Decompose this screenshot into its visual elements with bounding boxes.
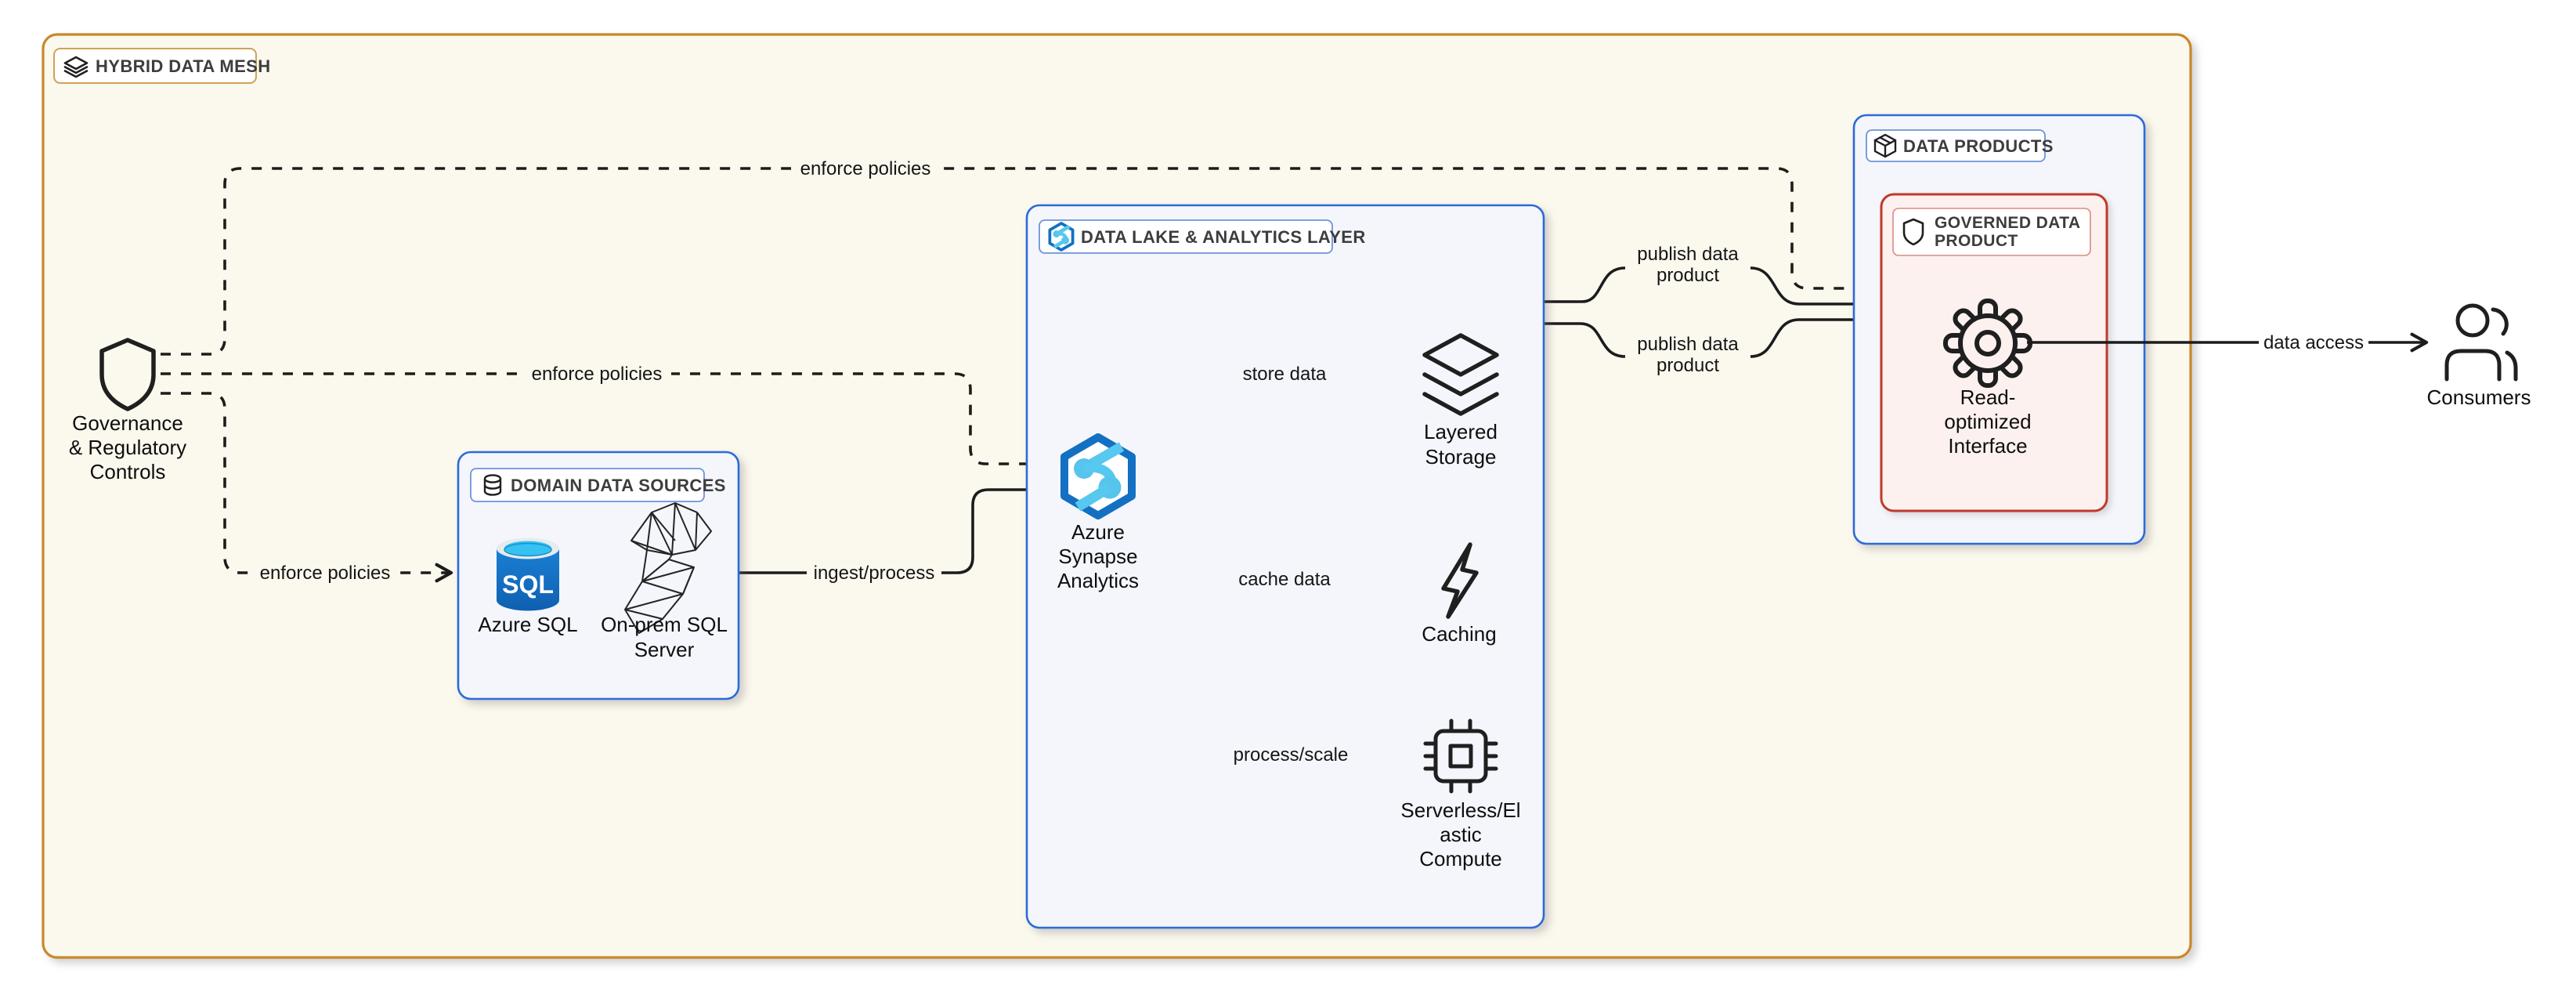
synapse-label-line3: Analytics [1057, 569, 1139, 592]
compute-label-line3: Compute [1419, 847, 1502, 871]
database-icon [483, 474, 502, 496]
caching-node: Caching [1422, 542, 1497, 646]
edge-label-enforce-bottom: enforce policies [260, 563, 391, 584]
edge-enforce-policies-bottom [161, 392, 453, 583]
governance-label-line2: & Regulatory [69, 436, 186, 459]
read-optimized-interface-node: Read- optimized Interface [1943, 299, 2032, 458]
diagram-title: HYBRID DATA MESH [96, 56, 271, 76]
data-lake-label: DATA LAKE & ANALYTICS LAYER [1081, 227, 1366, 247]
synapse-mini-icon [1048, 222, 1075, 252]
edge-label-enforce-top: enforce policies [800, 158, 931, 179]
data-lake-chip: DATA LAKE & ANALYTICS LAYER [1039, 219, 1366, 254]
layers-icon [63, 56, 89, 78]
group-governed-data-product: GOVERNED DATA PRODUCT [1880, 193, 2108, 512]
domain-sources-chip: DOMAIN DATA SOURCES [470, 468, 726, 502]
compute-label-line1: Serverless/El [1400, 798, 1520, 822]
interface-label-line3: Interface [1948, 434, 2027, 458]
caching-label: Caching [1422, 622, 1496, 646]
layered-storage-icon [1422, 333, 1499, 416]
onprem-sql-label-line2: Server [634, 638, 695, 661]
gear-icon [1943, 299, 2032, 388]
governance-label-line3: Controls [90, 460, 166, 483]
edge-label-cache: cache data [1238, 569, 1331, 590]
cpu-icon [1423, 718, 1498, 794]
onprem-sql-label-line1: On-prem SQL [601, 613, 728, 636]
governance-label-line1: Governance [72, 411, 183, 435]
edge-label-publish-bottom-line1: publish data [1637, 334, 1739, 355]
azure-sql-icon: SQL [497, 538, 559, 611]
edge-labels: enforce policies enforce policies enforc… [251, 155, 2368, 768]
edge-label-process: process/scale [1234, 744, 1349, 766]
edge-label-publish-bottom-line2: product [1657, 355, 1719, 376]
consumers-label: Consumers [2427, 385, 2531, 409]
data-products-label: DATA PRODUCTS [1903, 136, 2054, 156]
edge-label-data-access: data access [2263, 332, 2364, 353]
onprem-sql-server-node: On-prem SQL Server [601, 502, 728, 661]
sql-server-icon [624, 502, 712, 634]
governed-product-chip: GOVERNED DATA PRODUCT [1892, 208, 2091, 256]
governed-product-label-line2: PRODUCT [1935, 232, 2018, 250]
package-icon [1873, 133, 1897, 158]
azure-sql-label: Azure SQL [478, 613, 577, 636]
governance-node: Governance & Regulatory Controls [69, 338, 186, 483]
users-icon [2444, 303, 2518, 382]
compute-node: Serverless/El astic Compute [1400, 718, 1521, 871]
edge-label-publish-top-line1: publish data [1637, 244, 1739, 265]
azure-synapse-icon [1060, 433, 1136, 519]
synapse-label-line2: Synapse [1058, 545, 1137, 568]
edge-label-ingest: ingest/process [814, 563, 935, 584]
shield-small-icon [1902, 218, 1924, 246]
lightning-icon [1441, 542, 1479, 619]
consumers-node: Consumers [2427, 303, 2531, 409]
group-data-products: DATA PRODUCTS GOVERNED DATA PRODUCT [1852, 114, 2146, 545]
layered-storage-label-line2: Storage [1425, 445, 1496, 469]
group-domain-data-sources: DOMAIN DATA SOURCES SQL Azure SQL On-pr [457, 451, 740, 700]
edge-label-enforce-middle: enforce policies [532, 364, 663, 385]
azure-synapse-node: Azure Synapse Analytics [1057, 433, 1139, 592]
edge-enforce-policies-middle [161, 372, 1060, 474]
governed-product-label-line1: GOVERNED DATA [1935, 214, 2080, 232]
edge-label-store: store data [1243, 364, 1327, 385]
layered-storage-label-line1: Layered [1424, 420, 1498, 443]
hybrid-mesh-title-chip: HYBRID DATA MESH [53, 48, 271, 84]
azure-sql-node: SQL Azure SQL [478, 538, 578, 636]
compute-label-line2: astic [1440, 823, 1481, 846]
edge-label-publish-top-line2: product [1657, 265, 1719, 286]
layered-storage-node: Layered Storage [1422, 333, 1499, 469]
shield-icon [99, 338, 156, 411]
data-products-chip: DATA PRODUCTS [1866, 129, 2054, 162]
interface-label-line2: optimized [1944, 410, 2031, 433]
azure-sql-icon-text: SQL [502, 570, 554, 599]
synapse-label-line1: Azure [1071, 520, 1125, 544]
interface-label-line1: Read- [1960, 385, 2016, 409]
edge-enforce-policies-top [161, 167, 1874, 356]
domain-sources-label: DOMAIN DATA SOURCES [511, 476, 726, 495]
edge-ingest-process [739, 480, 1060, 574]
